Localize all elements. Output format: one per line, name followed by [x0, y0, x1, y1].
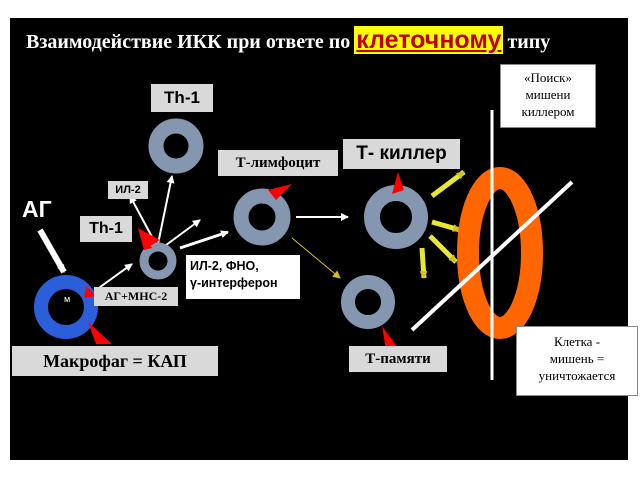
title-highlight: клеточному [354, 26, 504, 54]
arrow-tlymph-to-memory [291, 237, 341, 279]
target-cell [457, 167, 543, 339]
slide-title: Взаимодействие ИКК при ответе по клеточн… [26, 26, 626, 62]
pointer-th1-mid [138, 228, 160, 250]
yellow-arrow-right [431, 219, 461, 233]
search-target-box: «Поиск» мишени киллером [500, 64, 596, 128]
th1-mid-label: Th-1 [80, 216, 132, 242]
search-line-3: киллером [521, 104, 575, 119]
target-line-1: Клетка - [553, 334, 601, 349]
t-lymphocyte-label: Т-лимфоцит [218, 150, 338, 176]
macrophage-cell [34, 275, 98, 339]
cytokines-line-1: ИЛ-2, ФНО, [190, 259, 259, 273]
yellow-arrow-up [430, 170, 466, 198]
target-line-3: уничтожается [538, 368, 616, 383]
pointer-t-lymphocyte [268, 184, 292, 200]
t-killer-label: Т- киллер [343, 139, 460, 169]
il2-label: ИЛ-2 [108, 181, 148, 199]
th1-top-cell [148, 118, 204, 174]
t-killer-cell [364, 185, 428, 249]
macrophage-letter: м [64, 294, 71, 304]
antigen-label: АГ [22, 196, 52, 222]
ag-mhc-label: АГ+МНС-2 [94, 287, 178, 306]
th1-top-label: Th-1 [151, 84, 213, 112]
macrophage-label: Макрофаг = КАП [12, 346, 218, 376]
cytokines-line-2: γ-интерферон [190, 276, 278, 290]
search-line-2: мишени [525, 87, 571, 102]
target-line-2: мишень = [549, 351, 605, 366]
th1-mid-cell [139, 242, 177, 280]
title-prefix: Взаимодействие ИКК при ответе по [26, 31, 351, 53]
cytokines-label: ИЛ-2, ФНО, γ-интерферон [186, 255, 300, 299]
pointer-ag-mhc [84, 286, 96, 298]
pointer-t-killer [392, 172, 404, 194]
search-line-1: «Поиск» [524, 70, 572, 85]
arrow-th1-to-tlymph [179, 230, 229, 250]
ag-arrow [37, 228, 67, 274]
arrow-macrophage-to-th1 [95, 263, 133, 291]
arrow-th1-up [157, 175, 175, 245]
yellow-arrow-down [419, 247, 428, 279]
t-memory-label: Т-памяти [349, 346, 447, 372]
t-memory-cell [341, 275, 395, 329]
arrow-th1-up-right [161, 219, 201, 249]
title-suffix: типу [507, 31, 551, 53]
pointer-t-memory [382, 326, 398, 350]
target-cross-line [410, 180, 574, 332]
pointer-macrophage [88, 322, 112, 344]
yellow-arrow-down-right [428, 234, 458, 264]
t-lymphocyte-cell [233, 188, 291, 246]
target-destroyed-box: Клетка - мишень = уничтожается [516, 326, 638, 396]
